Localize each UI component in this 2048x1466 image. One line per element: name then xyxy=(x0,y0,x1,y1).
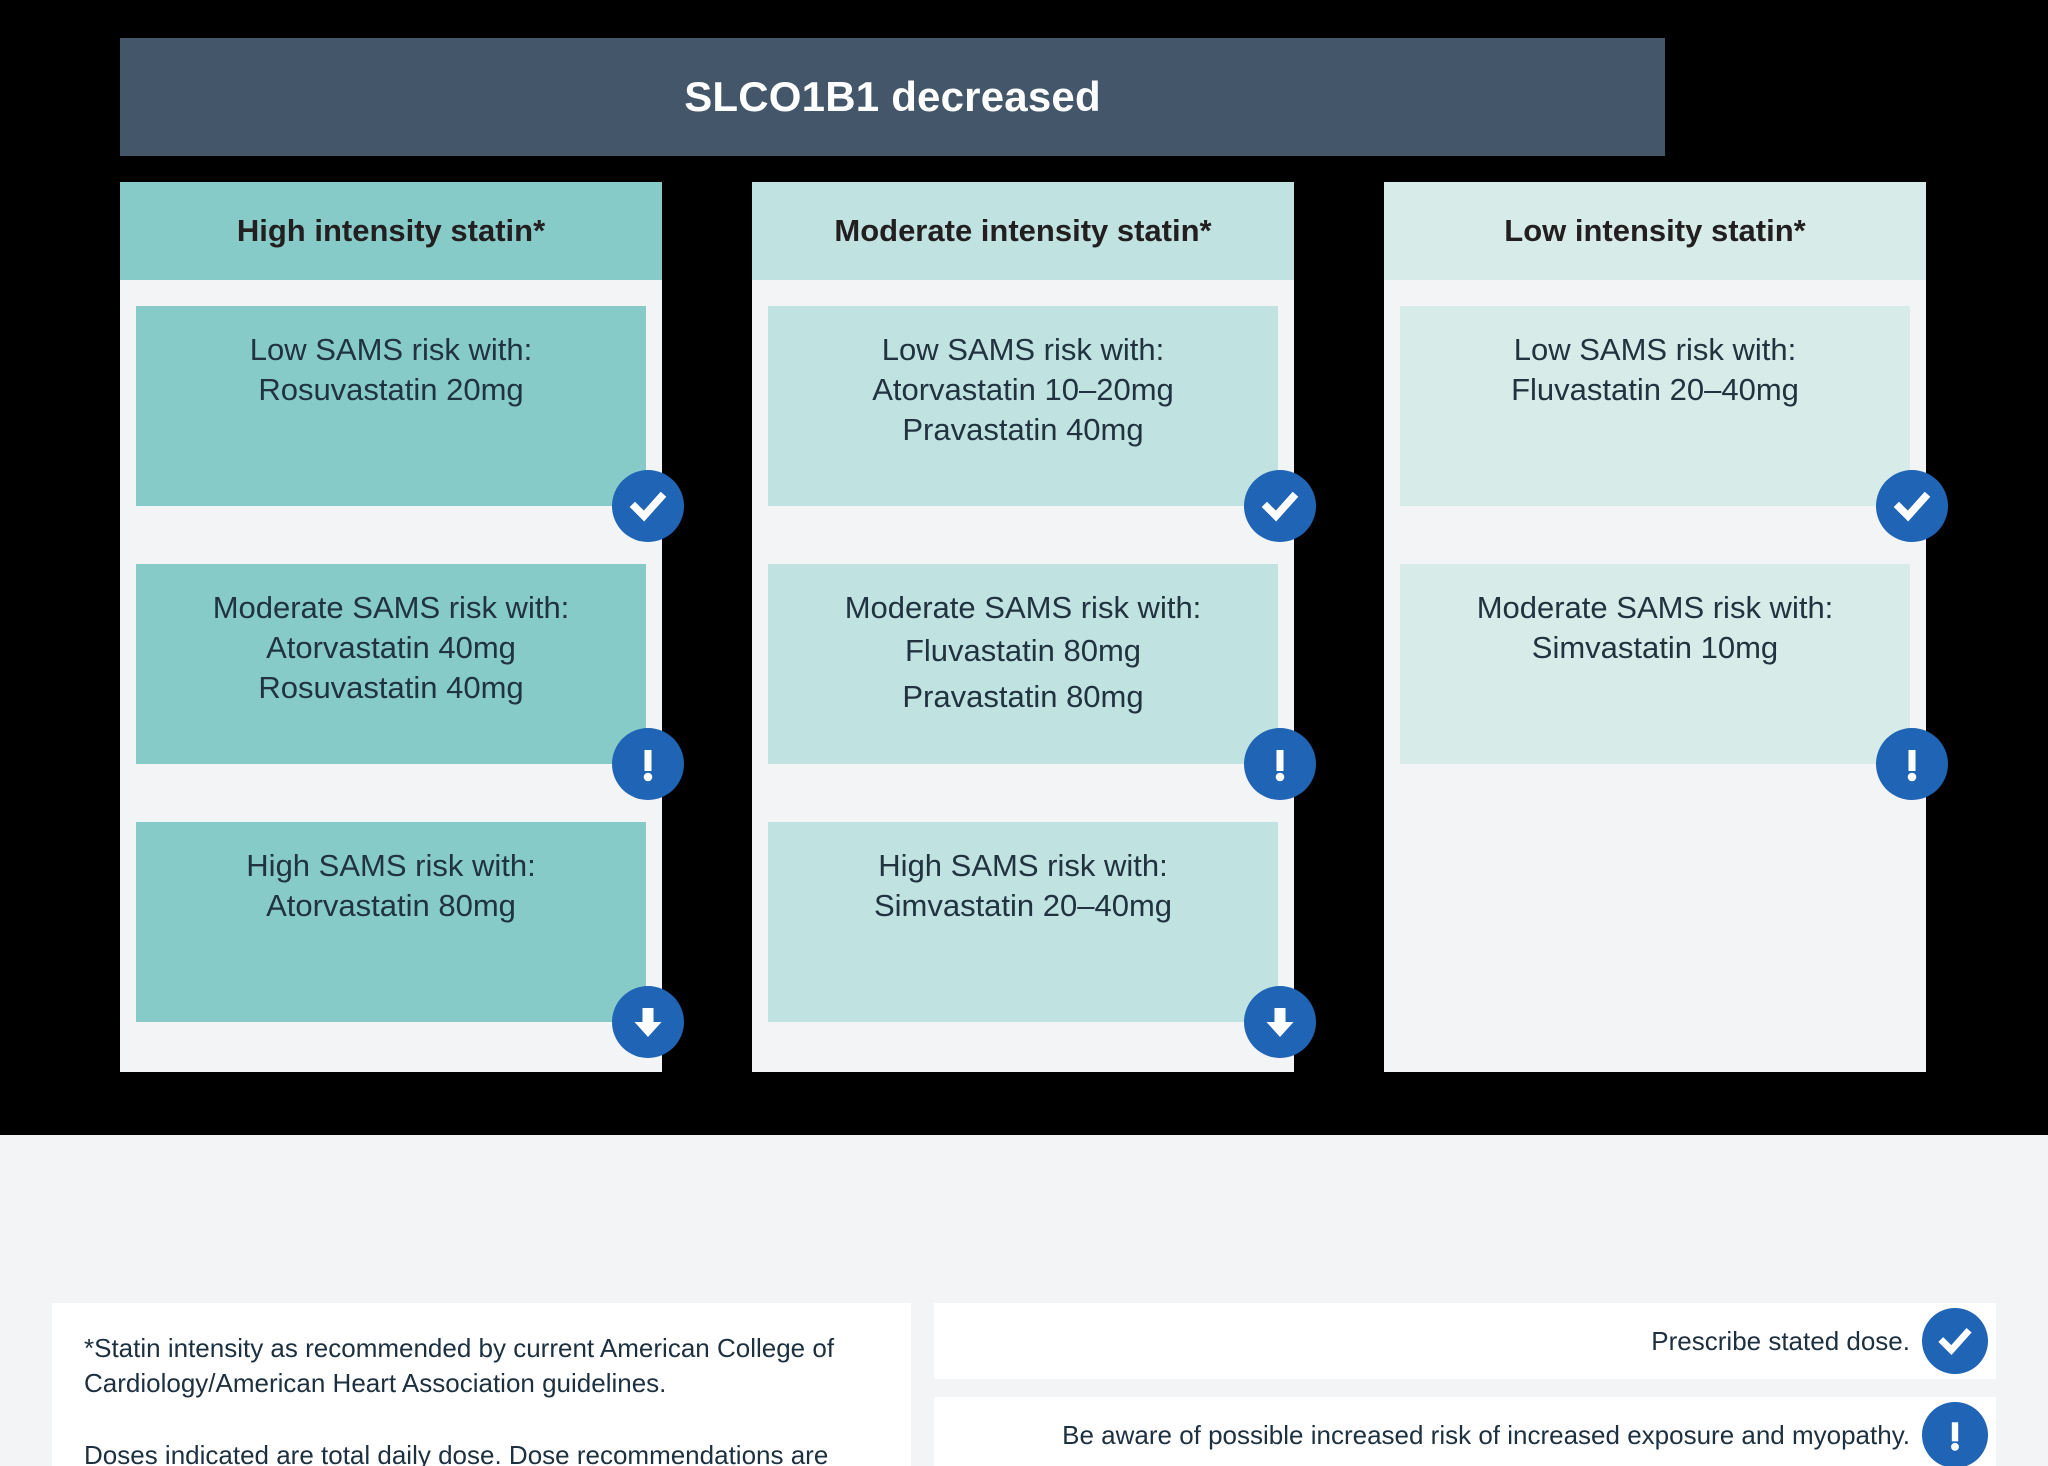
dose-line: Fluvastatin 20–40mg xyxy=(1511,371,1799,407)
column-header: High intensity statin* xyxy=(120,182,662,280)
page-title: SLCO1B1 decreased xyxy=(684,73,1101,120)
risk-level-label: Low SAMS risk with: xyxy=(881,332,1165,367)
statin-columns: High intensity statin* Low SAMS risk with… xyxy=(120,182,1948,1072)
legend-text: Be aware of possible increased risk of i… xyxy=(1062,1419,1910,1450)
exclamation-icon xyxy=(1244,728,1316,800)
footnotes-card: *Statin intensity as recommended by curr… xyxy=(52,1303,911,1466)
dose-line: Fluvastatin 80mg xyxy=(904,632,1142,668)
risk-box: Low SAMS risk with: Rosuvastatin 20mg xyxy=(136,306,684,542)
legend-row: Prescribe stated dose. xyxy=(934,1303,1996,1379)
check-icon xyxy=(1876,470,1948,542)
statin-column-3: Low intensity statin* Low SAMS risk with:… xyxy=(1384,182,1948,1072)
risk-box: Moderate SAMS risk with: Atorvastatin 40m… xyxy=(136,564,684,800)
legend-row: Be aware of possible increased risk of i… xyxy=(934,1397,1996,1466)
legend-text: Prescribe stated dose. xyxy=(1651,1325,1910,1356)
column-header-label: Moderate intensity statin* xyxy=(834,213,1212,248)
risk-level-label: Low SAMS risk with: xyxy=(249,332,533,367)
footnote-paragraph: *Statin intensity as recommended by curr… xyxy=(84,1333,835,1399)
title-banner: SLCO1B1 decreased xyxy=(120,38,1665,156)
check-icon xyxy=(1244,470,1316,542)
dose-line: Atorvastatin 80mg xyxy=(266,887,516,923)
risk-box: High SAMS risk with: Atorvastatin 80mg xyxy=(136,822,684,1058)
risk-box: Moderate SAMS risk with: Fluvastatin 80mg… xyxy=(768,564,1316,800)
risk-box: Low SAMS risk with: Fluvastatin 20–40mg xyxy=(1400,306,1948,542)
legend-list: Prescribe stated dose. Be aware of possib… xyxy=(934,1303,1996,1466)
down-arrow-icon xyxy=(1244,986,1316,1058)
risk-box: Moderate SAMS risk with: Simvastatin 10mg xyxy=(1400,564,1948,800)
risk-box: High SAMS risk with: Simvastatin 20–40mg xyxy=(768,822,1316,1058)
exclamation-icon xyxy=(1922,1402,1988,1466)
exclamation-icon xyxy=(612,728,684,800)
risk-level-label: Moderate SAMS risk with: xyxy=(1476,590,1834,625)
dose-line: Rosuvastatin 20mg xyxy=(258,371,524,407)
risk-level-label: High SAMS risk with: xyxy=(246,848,536,883)
statin-column-1: High intensity statin* Low SAMS risk with… xyxy=(120,182,684,1072)
column-header: Moderate intensity statin* xyxy=(752,182,1294,280)
risk-level-label: Moderate SAMS risk with: xyxy=(844,590,1202,625)
risk-level-label: High SAMS risk with: xyxy=(878,848,1168,883)
risk-level-label: Low SAMS risk with: xyxy=(1513,332,1797,367)
dose-line: Simvastatin 10mg xyxy=(1531,629,1779,665)
footer-panel: *Statin intensity as recommended by curr… xyxy=(0,1135,2048,1466)
down-arrow-icon xyxy=(612,986,684,1058)
dose-line: Pravastatin 40mg xyxy=(902,411,1144,447)
dose-line: Pravastatin 80mg xyxy=(902,679,1144,715)
dose-line: Rosuvastatin 40mg xyxy=(258,669,524,705)
dose-line: Simvastatin 20–40mg xyxy=(873,887,1173,923)
exclamation-icon xyxy=(1876,728,1948,800)
column-header: Low intensity statin* xyxy=(1384,182,1926,280)
column-header-label: Low intensity statin* xyxy=(1504,213,1806,248)
statin-column-2: Moderate intensity statin* Low SAMS risk … xyxy=(752,182,1316,1072)
footnote-paragraph: Doses indicated are total daily dose. Do… xyxy=(84,1439,829,1466)
column-header-label: High intensity statin* xyxy=(236,213,546,248)
check-icon xyxy=(612,470,684,542)
dose-line: Atorvastatin 10–20mg xyxy=(872,371,1174,407)
risk-level-label: Moderate SAMS risk with: xyxy=(212,590,570,625)
dose-line: Atorvastatin 40mg xyxy=(266,629,516,665)
check-icon xyxy=(1922,1308,1988,1374)
